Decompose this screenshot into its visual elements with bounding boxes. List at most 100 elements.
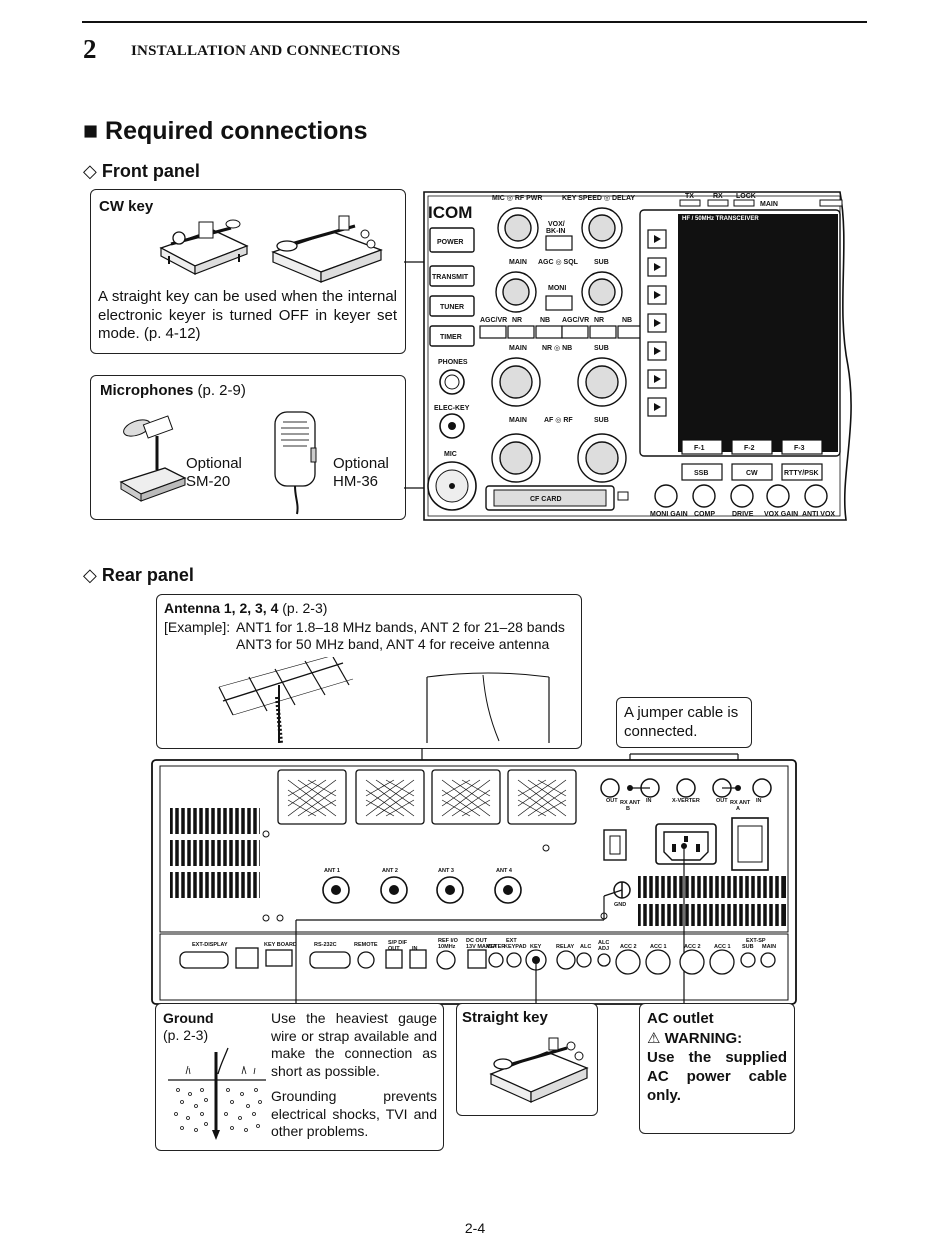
svg-text:ANTI VOX: ANTI VOX: [802, 511, 835, 518]
ac-outlet-text: Use the supplied AC power cable only.: [647, 1049, 787, 1104]
jumper-note-box: A jumper cable is connected.: [616, 697, 752, 748]
svg-text:LOCK: LOCK: [736, 193, 756, 200]
svg-text:ALC: ALC: [580, 944, 591, 950]
svg-text:ACC 1: ACC 1: [650, 944, 667, 950]
svg-text:VOX GAIN: VOX GAIN: [764, 511, 798, 518]
svg-text:F-3: F-3: [794, 445, 805, 452]
svg-text:HF / 50MHz TRANSCEIVER: HF / 50MHz TRANSCEIVER: [682, 216, 759, 222]
svg-text:OUT: OUT: [606, 798, 618, 804]
svg-text:METER: METER: [486, 944, 505, 950]
svg-text:AGC/VR: AGC/VR: [480, 317, 507, 324]
antenna-line-2: ANT3 for 50 MHz band, ANT 4 for receive …: [236, 636, 550, 652]
svg-text:OUT: OUT: [388, 946, 400, 952]
antenna-heading: Antenna 1, 2, 3, 4 (p. 2-3): [164, 600, 327, 616]
cw-key-title: CW key: [99, 198, 154, 215]
svg-text:RX ANT: RX ANT: [620, 800, 641, 806]
page-number: 2-4: [464, 1220, 486, 1236]
ground-box: Ground (p. 2-3) Use the heaviest gauge w…: [155, 1003, 444, 1151]
svg-text:IN: IN: [412, 946, 418, 952]
ground-text-1: Use the heaviest gauge wire or strap ava…: [271, 1010, 437, 1079]
svg-text:RELAY: RELAY: [556, 944, 574, 950]
svg-text:MAIN: MAIN: [509, 417, 527, 424]
svg-text:SUB: SUB: [594, 345, 609, 352]
svg-text:ALC: ALC: [598, 940, 609, 946]
svg-text:KEY: KEY: [530, 944, 542, 950]
jumper-note-text: A jumper cable is connected.: [624, 704, 739, 740]
svg-text:TIMER: TIMER: [440, 334, 462, 341]
svg-text:ACC 2: ACC 2: [620, 944, 637, 950]
svg-text:EXT: EXT: [506, 938, 517, 944]
svg-text:CW: CW: [746, 470, 758, 477]
svg-text:NR: NR: [512, 317, 522, 324]
svg-text:NR: NR: [594, 317, 604, 324]
svg-text:NB: NB: [540, 317, 550, 324]
svg-text:IN: IN: [646, 798, 652, 804]
straight-key-box: Straight key: [456, 1003, 598, 1116]
svg-text:SUB: SUB: [594, 259, 609, 266]
svg-text:X-VERTER: X-VERTER: [672, 798, 700, 804]
svg-text:COMP: COMP: [694, 511, 715, 518]
svg-text:MAIN: MAIN: [509, 345, 527, 352]
svg-text:B: B: [626, 806, 630, 812]
svg-text:PHONES: PHONES: [438, 359, 468, 366]
straight-key-illustration: [489, 1037, 589, 1103]
microphones-title: Microphones: [100, 382, 194, 399]
svg-text:NB: NB: [622, 317, 632, 324]
cw-key-illustration: [159, 215, 383, 283]
svg-text:F-1: F-1: [694, 445, 705, 452]
svg-text:TRANSMIT: TRANSMIT: [432, 274, 469, 281]
sm20-model: SM-20: [186, 473, 231, 490]
svg-text:SUB: SUB: [742, 944, 754, 950]
section-title: ■ Required connections: [83, 117, 368, 145]
svg-text:AGC ◎ SQL: AGC ◎ SQL: [538, 259, 579, 266]
svg-text:ANT 4: ANT 4: [496, 868, 513, 874]
svg-text:REF I/O: REF I/O: [438, 938, 459, 944]
svg-text:MAIN: MAIN: [509, 259, 527, 266]
microphones-heading: Microphones (p. 2-9): [100, 382, 246, 399]
ac-outlet-title: AC outlet: [647, 1010, 714, 1027]
power-label: POWER: [437, 239, 463, 246]
svg-text:MIC ◎ RF PWR: MIC ◎ RF PWR: [492, 195, 542, 202]
cw-key-text: A straight key can be used when the inte…: [98, 288, 397, 342]
svg-text:A: A: [736, 806, 740, 812]
antenna-line-1: ANT1 for 1.8–18 MHz bands, ANT 2 for 21–…: [236, 619, 565, 635]
svg-text:ANT 2: ANT 2: [382, 868, 398, 874]
svg-text:EXT-DISPLAY: EXT-DISPLAY: [192, 942, 228, 948]
svg-text:ACC 1: ACC 1: [714, 944, 731, 950]
svg-text:S/P DIF: S/P DIF: [388, 940, 408, 946]
svg-text:ADJ: ADJ: [598, 946, 609, 952]
svg-text:MAIN: MAIN: [762, 944, 776, 950]
svg-text:KEYPAD: KEYPAD: [504, 944, 527, 950]
radio-front-panel-illustration: ICOM POWER TRANSMIT TUNER TIMER PHONES E…: [404, 191, 852, 521]
svg-text:ANT 1: ANT 1: [324, 868, 340, 874]
svg-text:SSB: SSB: [694, 470, 708, 477]
microphones-page-ref: (p. 2-9): [193, 382, 246, 399]
antenna-title: Antenna 1, 2, 3, 4: [164, 600, 279, 616]
header-rule: [82, 21, 867, 23]
svg-text:EXT-SP: EXT-SP: [746, 938, 766, 944]
svg-text:CF CARD: CF CARD: [530, 496, 562, 503]
straight-key-title: Straight key: [462, 1009, 548, 1026]
svg-text:OUT: OUT: [716, 798, 728, 804]
svg-text:BK-IN: BK-IN: [546, 228, 565, 235]
antenna-illustration: [218, 657, 550, 744]
svg-text:13V MAX1A: 13V MAX1A: [466, 944, 497, 950]
svg-text:AF ◎ RF: AF ◎ RF: [544, 417, 573, 424]
svg-text:TX: TX: [685, 193, 694, 200]
ac-outlet-box: AC outlet ⚠ WARNING: Use the supplied AC…: [639, 1003, 795, 1134]
svg-text:ELEC-KEY: ELEC-KEY: [434, 405, 470, 412]
svg-text:MONI GAIN: MONI GAIN: [650, 511, 688, 518]
svg-text:F-2: F-2: [744, 445, 755, 452]
svg-text:DRIVE: DRIVE: [732, 511, 754, 518]
svg-text:MONI: MONI: [548, 285, 566, 292]
chapter-title: INSTALLATION AND CONNECTIONS: [131, 43, 401, 59]
svg-text:ANT 3: ANT 3: [438, 868, 454, 874]
svg-text:KEY BOARD: KEY BOARD: [264, 942, 297, 948]
front-buttons: [429, 227, 475, 347]
svg-text:MIC: MIC: [444, 451, 457, 458]
hm36-microphone-illustration: [274, 411, 317, 515]
antenna-page-ref: (p. 2-3): [278, 600, 328, 616]
ground-rod-illustration: [168, 1047, 266, 1140]
antenna-box: Antenna 1, 2, 3, 4 (p. 2-3) [Example]: A…: [156, 594, 582, 749]
